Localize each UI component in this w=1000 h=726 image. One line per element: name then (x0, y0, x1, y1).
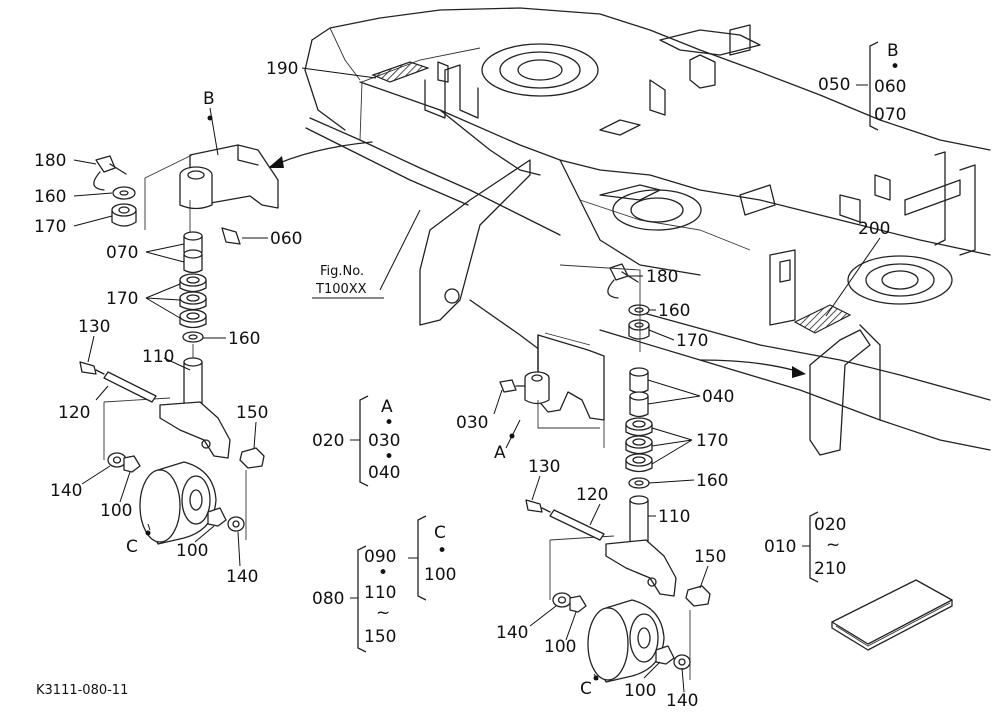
callout-100-right: 100 (544, 637, 576, 657)
group-050-code: 050 (818, 75, 850, 95)
callout-100b-left: 100 (176, 541, 208, 561)
group-020-code: 020 (312, 431, 344, 451)
callout-170-left: 170 (34, 217, 66, 237)
group-020: 020 A • 030 • 040 (312, 395, 400, 487)
group-010-tilde: ~ (826, 535, 840, 555)
callout-100b-right: 100 (624, 681, 656, 701)
left-wheel-assembly (79, 144, 279, 545)
callout-200: 200 (858, 219, 890, 239)
callout-030-right: 030 (456, 413, 488, 433)
mower-deck (267, 7, 991, 456)
group-010: 010 020 ~ 210 (764, 511, 846, 583)
group-080-tilde: ~ (376, 603, 390, 623)
callout-180-right: 180 (646, 267, 678, 287)
callout-040-right: 040 (702, 387, 734, 407)
group-020-a: 030 (368, 431, 400, 451)
group-010-a: 020 (814, 515, 846, 535)
callout-b-assembly: B (203, 89, 215, 109)
callout-070-left: 070 (106, 243, 138, 263)
diagram-code: K3111-080-11 (36, 683, 128, 698)
callout-140-left: 140 (50, 481, 82, 501)
group-010-b: 210 (814, 559, 846, 579)
callout-170b-left: 170 (106, 289, 138, 309)
operators-manual-illustration (831, 579, 953, 651)
group-080-b: 110 (364, 583, 396, 603)
group-010-code: 010 (764, 537, 796, 557)
callout-130-left: 130 (78, 317, 110, 337)
group-020-b: 040 (368, 463, 400, 483)
group-080-a: 090 (364, 547, 396, 567)
callout-180-left: 180 (34, 151, 66, 171)
callout-160-right: 160 (658, 301, 690, 321)
callout-150-right: 150 (694, 547, 726, 567)
callout-110-left: 110 (142, 347, 174, 367)
callout-140b-left: 140 (226, 567, 258, 587)
callout-a-assembly: A (494, 443, 506, 463)
group-080: 080 090 • 110 ~ 150 (312, 545, 396, 653)
group-080-code: 080 (312, 589, 344, 609)
group-c-dot: • (437, 541, 447, 561)
callout-c-right: C (580, 679, 592, 699)
group-050-a: 060 (874, 77, 906, 97)
callout-140-right: 140 (496, 623, 528, 643)
callout-170b-right: 170 (696, 431, 728, 451)
callout-160b-left: 160 (228, 329, 260, 349)
callout-170-right: 170 (676, 331, 708, 351)
group-020-top: A (381, 397, 393, 417)
figure-reference: Fig.No. T100XX (312, 264, 384, 299)
callout-110-right: 110 (658, 507, 690, 527)
group-020-dot2: • (384, 447, 394, 467)
callout-100-left: 100 (100, 501, 132, 521)
callout-c-left: C (126, 537, 138, 557)
group-020-dot1: • (384, 413, 394, 433)
group-050-dot: • (890, 57, 900, 77)
figref-line2: T100XX (315, 282, 367, 297)
callout-130-right: 130 (528, 457, 560, 477)
group-c: C • 100 (408, 515, 456, 601)
callout-160-left: 160 (34, 187, 66, 207)
callout-160b-right: 160 (696, 471, 728, 491)
callout-060-left: 060 (270, 229, 302, 249)
callout-190: 190 (266, 59, 298, 79)
group-080-dot: • (378, 563, 388, 583)
callout-140b-right: 140 (666, 691, 698, 711)
group-050-b: 070 (874, 105, 906, 125)
group-050-top: B (887, 41, 899, 61)
callout-120-left: 120 (58, 403, 90, 423)
callout-120-right: 120 (576, 485, 608, 505)
callout-150-left: 150 (236, 403, 268, 423)
group-080-c: 150 (364, 627, 396, 647)
group-050: 050 B • 060 070 (818, 41, 906, 131)
group-c-a: 100 (424, 565, 456, 585)
right-wheel-assembly (499, 263, 711, 683)
callout-labels: 190 200 B 180 160 170 070 060 170 160 13… (34, 59, 890, 711)
leader-lines (73, 67, 881, 693)
figref-line1: Fig.No. (320, 264, 364, 279)
group-c-top: C (434, 523, 446, 543)
